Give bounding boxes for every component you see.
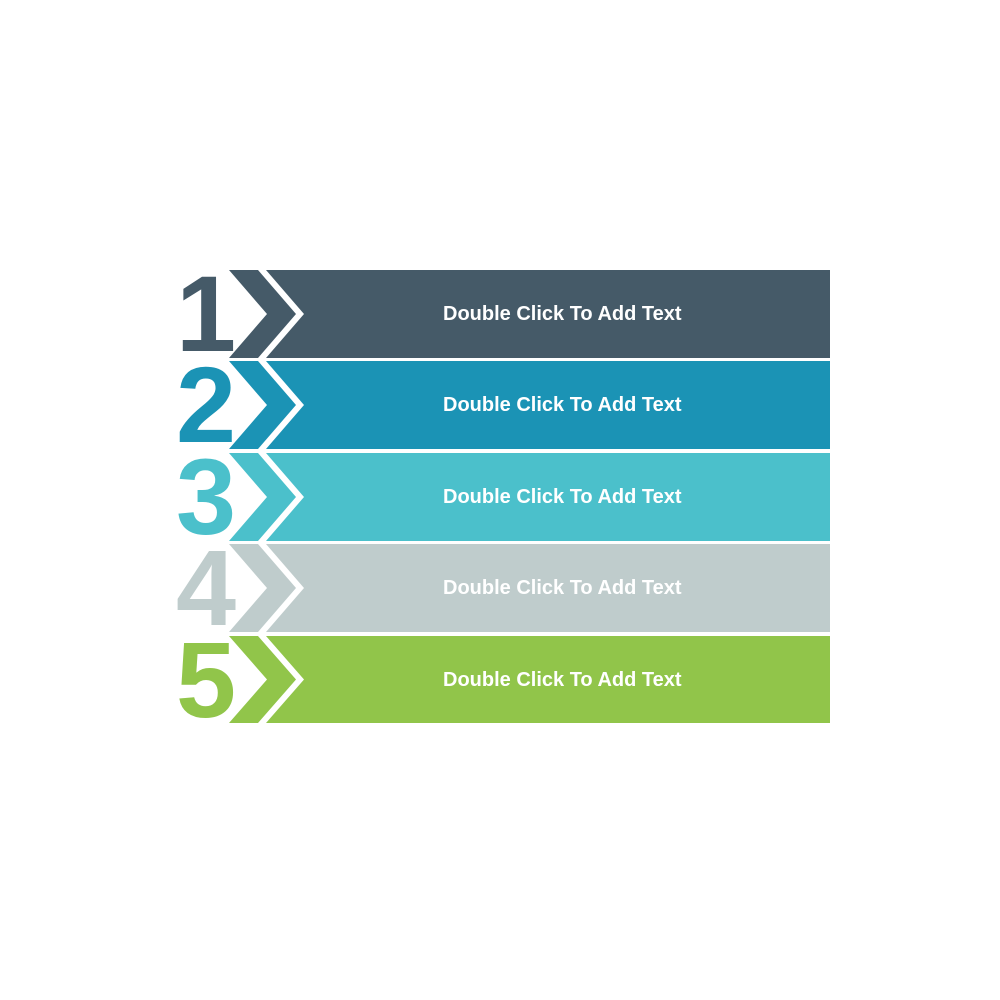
step-number-2: 2 xyxy=(175,344,236,465)
step-band-5[interactable]: Double Click To Add Text xyxy=(229,636,830,724)
step-text-5[interactable]: Double Click To Add Text xyxy=(443,669,682,691)
step-row-3: 3 Double Click To Add Text xyxy=(170,436,840,557)
step-row-2: 2 Double Click To Add Text xyxy=(170,344,840,465)
chevron-arrow-icon xyxy=(229,270,830,358)
step-text-2[interactable]: Double Click To Add Text xyxy=(443,394,682,416)
step-row-1: 1 Double Click To Add Text xyxy=(170,253,840,374)
step-row-4: 4 Double Click To Add Text xyxy=(170,527,840,648)
step-number-1: 1 xyxy=(175,253,236,374)
chevron-arrow-icon xyxy=(229,453,830,541)
step-band-2[interactable]: Double Click To Add Text xyxy=(229,361,830,449)
chevron-arrow-icon xyxy=(229,361,830,449)
step-text-1[interactable]: Double Click To Add Text xyxy=(443,303,682,325)
step-number-5: 5 xyxy=(175,619,236,740)
chevron-arrow-icon xyxy=(229,544,830,632)
step-text-4[interactable]: Double Click To Add Text xyxy=(443,577,682,599)
step-band-1[interactable]: Double Click To Add Text xyxy=(229,270,830,358)
step-band-3[interactable]: Double Click To Add Text xyxy=(229,453,830,541)
step-band-4[interactable]: Double Click To Add Text xyxy=(229,544,830,632)
step-number-3: 3 xyxy=(175,436,236,557)
step-row-5: 5 Double Click To Add Text xyxy=(170,619,840,740)
step-number-4: 4 xyxy=(175,527,236,648)
step-text-3[interactable]: Double Click To Add Text xyxy=(443,486,682,508)
chevron-arrow-icon xyxy=(229,636,830,723)
